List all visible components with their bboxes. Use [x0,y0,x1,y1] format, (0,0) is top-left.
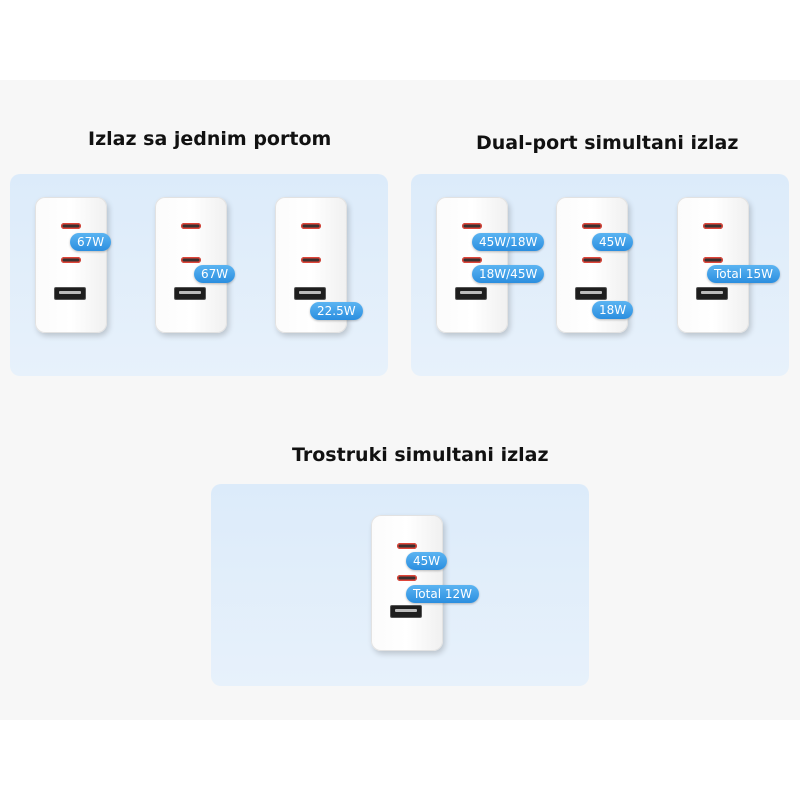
usb-a-port [575,287,607,300]
usb-c-port-2 [582,257,602,263]
power-badge: 22.5W [310,302,363,320]
usb-c-port-2 [61,257,81,263]
title-single-port: Izlaz sa jednim portom [88,128,332,150]
usb-a-port [294,287,326,300]
usb-c-port-2 [397,575,417,581]
power-badge: 67W [70,233,112,251]
power-badge: 45W/18W [472,233,545,251]
charger-triple-1 [371,515,443,651]
usb-c-port-2 [301,257,321,263]
title-dual-port: Dual-port simultani izlaz [476,132,739,154]
power-badge: 18W [592,301,634,319]
usb-c-port-2 [462,257,482,263]
usb-c-port-1 [61,223,81,229]
usb-a-port [390,605,422,618]
power-badge: Total 15W [707,265,780,283]
usb-c-port-2 [181,257,201,263]
power-badge: 67W [194,265,236,283]
power-badge: 45W [592,233,634,251]
charger-single-1 [35,197,107,333]
usb-c-port-1 [397,543,417,549]
usb-a-port [696,287,728,300]
power-badge: Total 12W [406,585,479,603]
usb-c-port-1 [703,223,723,229]
usb-c-port-1 [181,223,201,229]
charger-dual-3 [677,197,749,333]
usb-c-port-1 [301,223,321,229]
power-badge: 45W [406,552,448,570]
usb-c-port-1 [462,223,482,229]
usb-a-port [174,287,206,300]
power-badge: 18W/45W [472,265,545,283]
title-triple-port: Trostruki simultani izlaz [292,444,549,466]
usb-a-port [54,287,86,300]
usb-c-port-1 [582,223,602,229]
usb-a-port [455,287,487,300]
usb-c-port-2 [703,257,723,263]
